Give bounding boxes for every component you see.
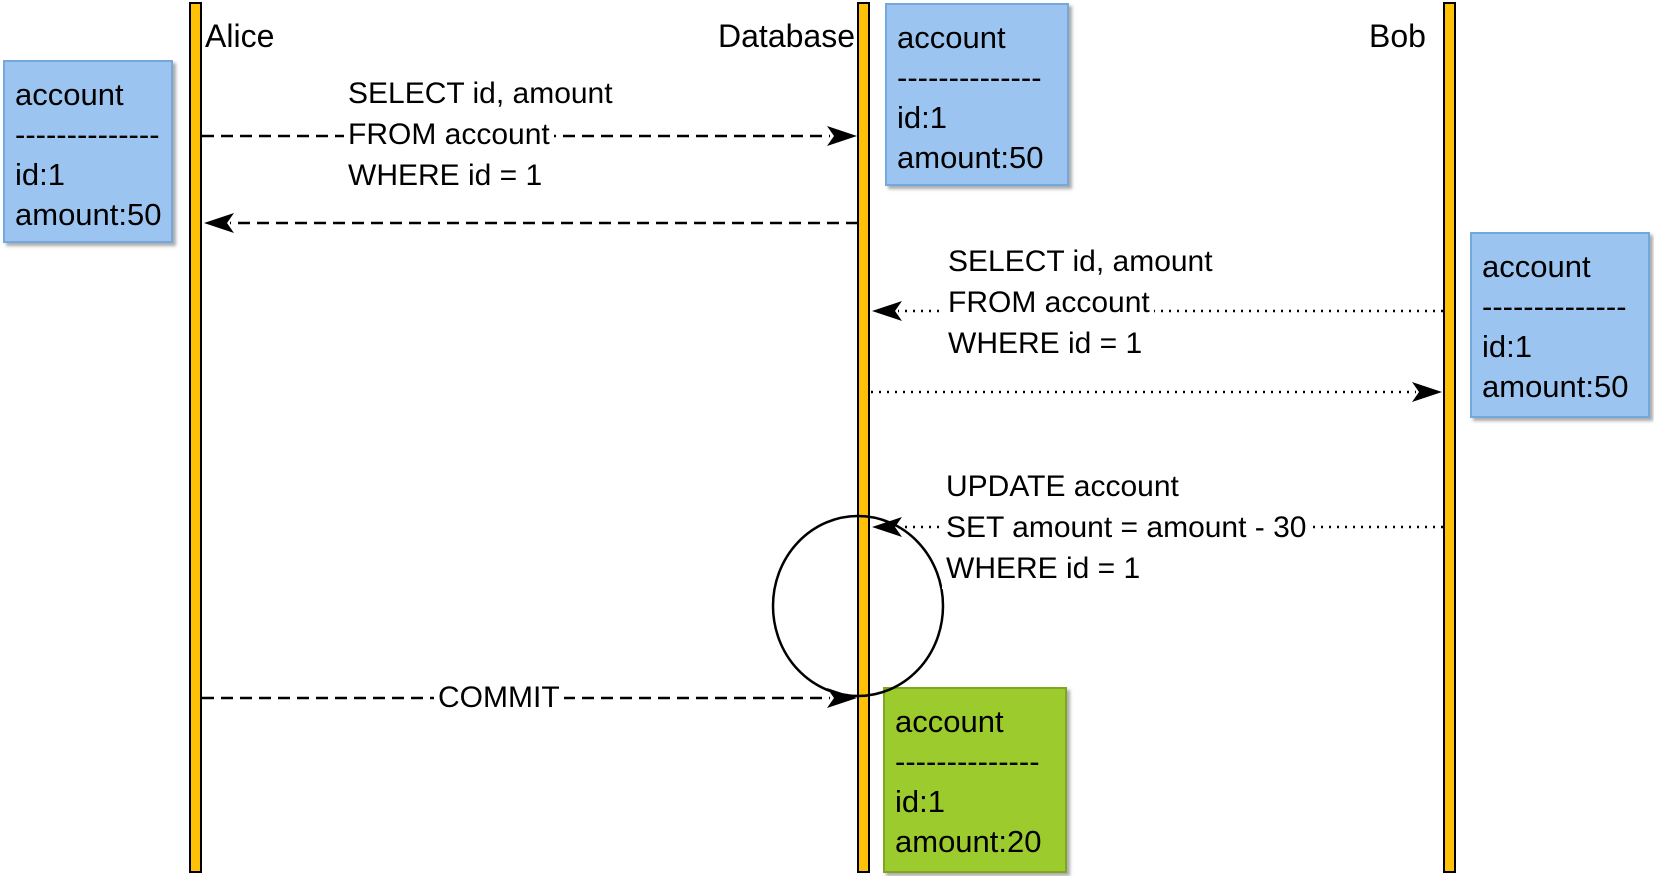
state-box-divider: -------------- bbox=[1482, 289, 1627, 324]
state-box-field: amount:50 bbox=[15, 197, 162, 232]
state-box-field: id:1 bbox=[15, 157, 65, 192]
state-box-divider: -------------- bbox=[895, 744, 1040, 779]
state-box-divider: -------------- bbox=[15, 117, 160, 152]
state-box-field: id:1 bbox=[895, 784, 945, 819]
state-box-bob-account: account -------------- id:1 amount:50 bbox=[1470, 232, 1650, 418]
state-box-title: account bbox=[895, 704, 1004, 739]
message-label-alice-select: SELECT id, amount FROM account WHERE id … bbox=[344, 73, 617, 196]
actor-label-bob: Bob bbox=[1369, 18, 1426, 54]
message-label-bob-select: SELECT id, amount FROM account WHERE id … bbox=[944, 241, 1217, 364]
state-box-divider: -------------- bbox=[897, 60, 1042, 95]
state-box-title: account bbox=[1482, 249, 1591, 284]
lifeline-alice bbox=[189, 2, 202, 873]
actor-label-alice: Alice bbox=[205, 18, 275, 54]
actor-label-database: Database bbox=[718, 18, 855, 54]
lifeline-bob bbox=[1443, 2, 1456, 873]
message-label-bob-update: UPDATE account SET amount = amount - 30 … bbox=[942, 466, 1311, 589]
self-loop-circle-database bbox=[771, 514, 945, 698]
state-box-database-account-updated: account -------------- id:1 amount:20 bbox=[883, 687, 1067, 873]
state-box-field: amount:20 bbox=[895, 824, 1042, 859]
state-box-field: amount:50 bbox=[897, 140, 1044, 175]
state-box-database-account: account -------------- id:1 amount:50 bbox=[885, 3, 1069, 186]
arrow-bob-select-request bbox=[872, 301, 1443, 321]
state-box-title: account bbox=[897, 20, 1006, 55]
lifeline-database bbox=[857, 2, 870, 873]
arrow-database-select-reply-to-bob bbox=[871, 382, 1442, 402]
message-label-commit: COMMIT bbox=[434, 677, 564, 718]
state-box-field: id:1 bbox=[897, 100, 947, 135]
arrow-database-select-reply-to-alice bbox=[204, 213, 858, 233]
state-box-alice-account: account -------------- id:1 amount:50 bbox=[3, 60, 173, 243]
state-box-title: account bbox=[15, 77, 124, 112]
state-box-field: id:1 bbox=[1482, 329, 1532, 364]
state-box-field: amount:50 bbox=[1482, 369, 1629, 404]
